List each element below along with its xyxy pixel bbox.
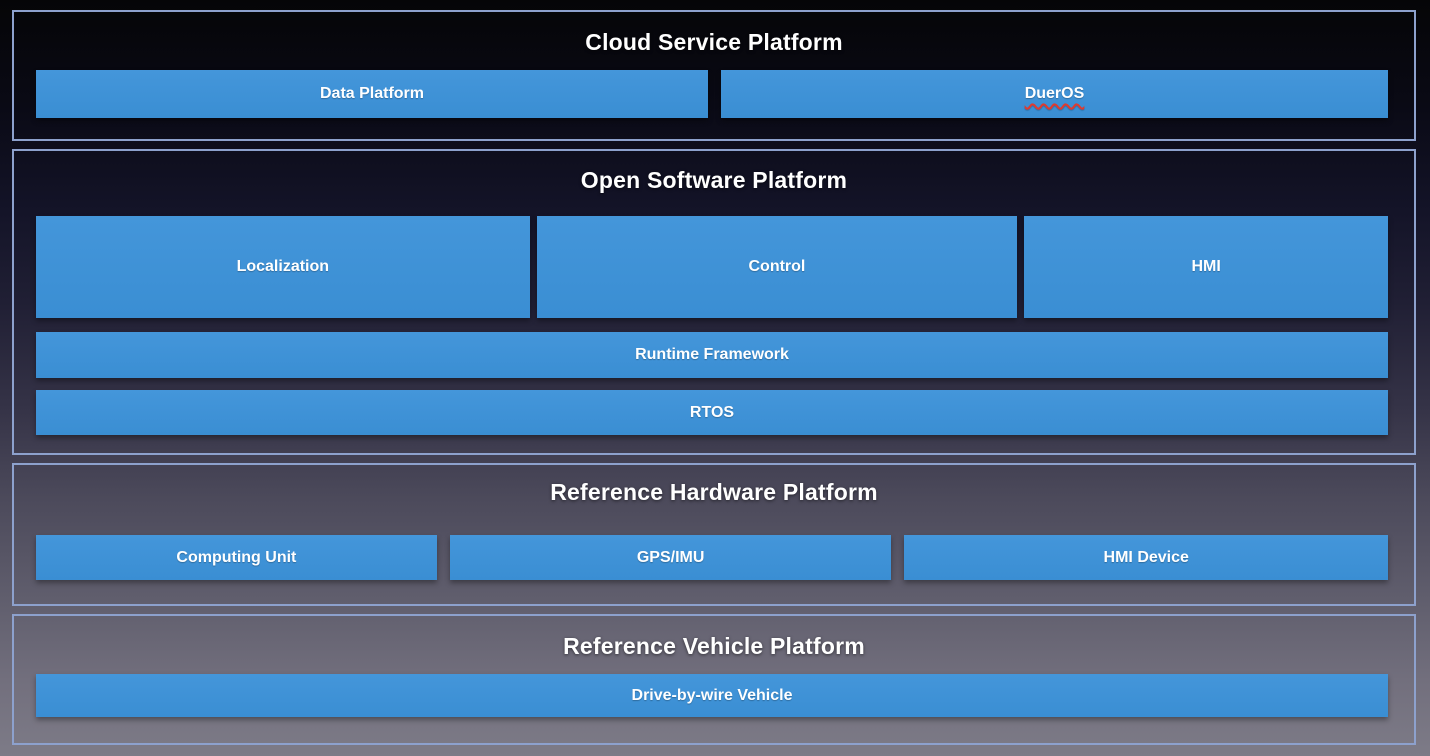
cloud-boxes-row: Data Platform DuerOS xyxy=(36,70,1388,118)
box-data-platform-label: Data Platform xyxy=(319,85,425,102)
box-computing-unit: Computing Unit xyxy=(36,535,437,580)
box-rtos-label: RTOS xyxy=(689,403,735,421)
rtos-row: RTOS xyxy=(36,390,1388,435)
vehicle-boxes-row: Drive-by-wire Vehicle xyxy=(36,674,1388,717)
box-dueros: DuerOS xyxy=(721,70,1388,118)
box-dueros-label: DuerOS xyxy=(1024,85,1085,102)
box-control: Control xyxy=(536,216,1018,318)
box-computing-unit-label: Computing Unit xyxy=(176,548,297,566)
box-localization: Localization xyxy=(36,216,530,318)
section-title-reference-hardware-platform: Reference Hardware Platform xyxy=(550,479,878,505)
box-control-label: Control xyxy=(748,258,806,275)
box-gps-imu: GPS/IMU xyxy=(449,535,892,580)
box-rtos: RTOS xyxy=(36,390,1388,435)
section-title-cloud-service-platform: Cloud Service Platform xyxy=(585,29,843,55)
runtime-framework-row: Runtime Framework xyxy=(36,332,1388,378)
box-hmi-label: HMI xyxy=(1191,258,1221,275)
section-open-software-platform: Open Software Platform Localization Cont… xyxy=(12,149,1416,455)
box-hmi-device: HMI Device xyxy=(904,535,1389,580)
box-drive-by-wire-vehicle: Drive-by-wire Vehicle xyxy=(36,674,1388,717)
section-reference-vehicle-platform: Reference Vehicle Platform Drive-by-wire… xyxy=(12,614,1416,745)
box-hmi-device-label: HMI Device xyxy=(1103,548,1189,566)
hardware-boxes-row: Computing Unit GPS/IMU HMI Device xyxy=(36,535,1389,580)
box-hmi: HMI xyxy=(1024,216,1388,318)
section-reference-hardware-platform: Reference Hardware Platform Computing Un… xyxy=(12,463,1416,606)
box-localization-label: Localization xyxy=(236,258,330,275)
box-runtime-framework-label: Runtime Framework xyxy=(635,346,789,363)
software-modules-row: Localization Control HMI xyxy=(36,216,1388,318)
section-title-reference-vehicle-platform: Reference Vehicle Platform xyxy=(563,633,865,659)
box-runtime-framework: Runtime Framework xyxy=(36,332,1388,378)
box-data-platform: Data Platform xyxy=(36,70,708,118)
box-drive-by-wire-vehicle-label: Drive-by-wire Vehicle xyxy=(631,686,793,704)
section-cloud-service-platform: Cloud Service Platform Data Platform Due… xyxy=(12,10,1416,141)
box-gps-imu-label: GPS/IMU xyxy=(636,548,705,566)
section-title-open-software-platform: Open Software Platform xyxy=(580,167,848,193)
